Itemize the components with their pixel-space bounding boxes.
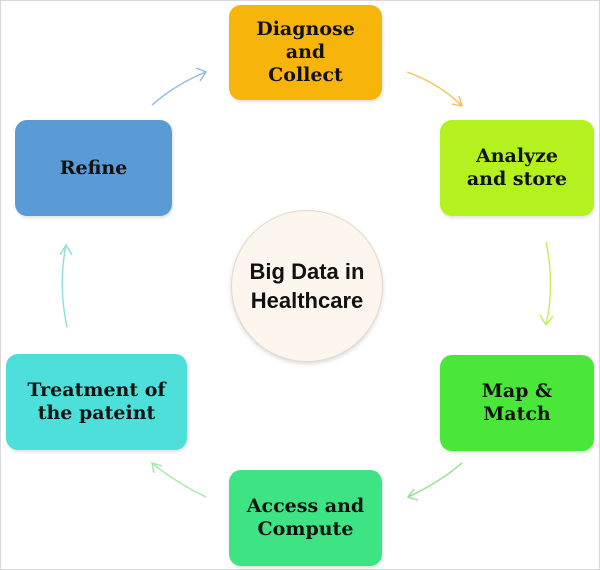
step-map-and-match: Map & Match	[440, 355, 594, 451]
arrow-treatment-to-refine	[61, 244, 68, 328]
step-analyze-and-store: Analyze and store	[440, 120, 594, 216]
center-label: Big Data in Healthcare	[249, 259, 365, 313]
arrow-refine-to-diagnose	[151, 71, 207, 106]
step-treatment-of-patient: Treatment of the pateint	[6, 354, 187, 450]
step-label: Access and Compute	[246, 495, 365, 540]
arrow-diagnose-to-analyze	[406, 71, 463, 107]
arrow-analyze-to-map-head	[539, 314, 554, 327]
arrow-analyze-to-map	[545, 241, 552, 326]
arrow-access-to-treatment	[151, 462, 207, 498]
step-diagnose-and-collect: Diagnose and Collect	[229, 5, 382, 100]
arrow-access-to-treatment-head	[151, 461, 163, 474]
step-label: Diagnose and Collect	[256, 18, 355, 86]
center-circle: Big Data in Healthcare	[231, 210, 383, 362]
step-label: Treatment of the pateint	[27, 379, 166, 424]
arrow-diagnose-to-analyze-head	[451, 95, 464, 107]
step-refine: Refine	[15, 120, 172, 216]
arrow-treatment-to-refine-head	[59, 243, 73, 256]
arrow-refine-to-diagnose-head	[195, 67, 208, 82]
step-label: Analyze and store	[466, 145, 568, 190]
arrow-map-to-access	[407, 462, 463, 498]
step-label: Map & Match	[481, 380, 553, 425]
step-access-and-compute: Access and Compute	[229, 470, 382, 566]
arrow-map-to-access-head	[406, 488, 419, 501]
step-label: Refine	[59, 156, 128, 179]
